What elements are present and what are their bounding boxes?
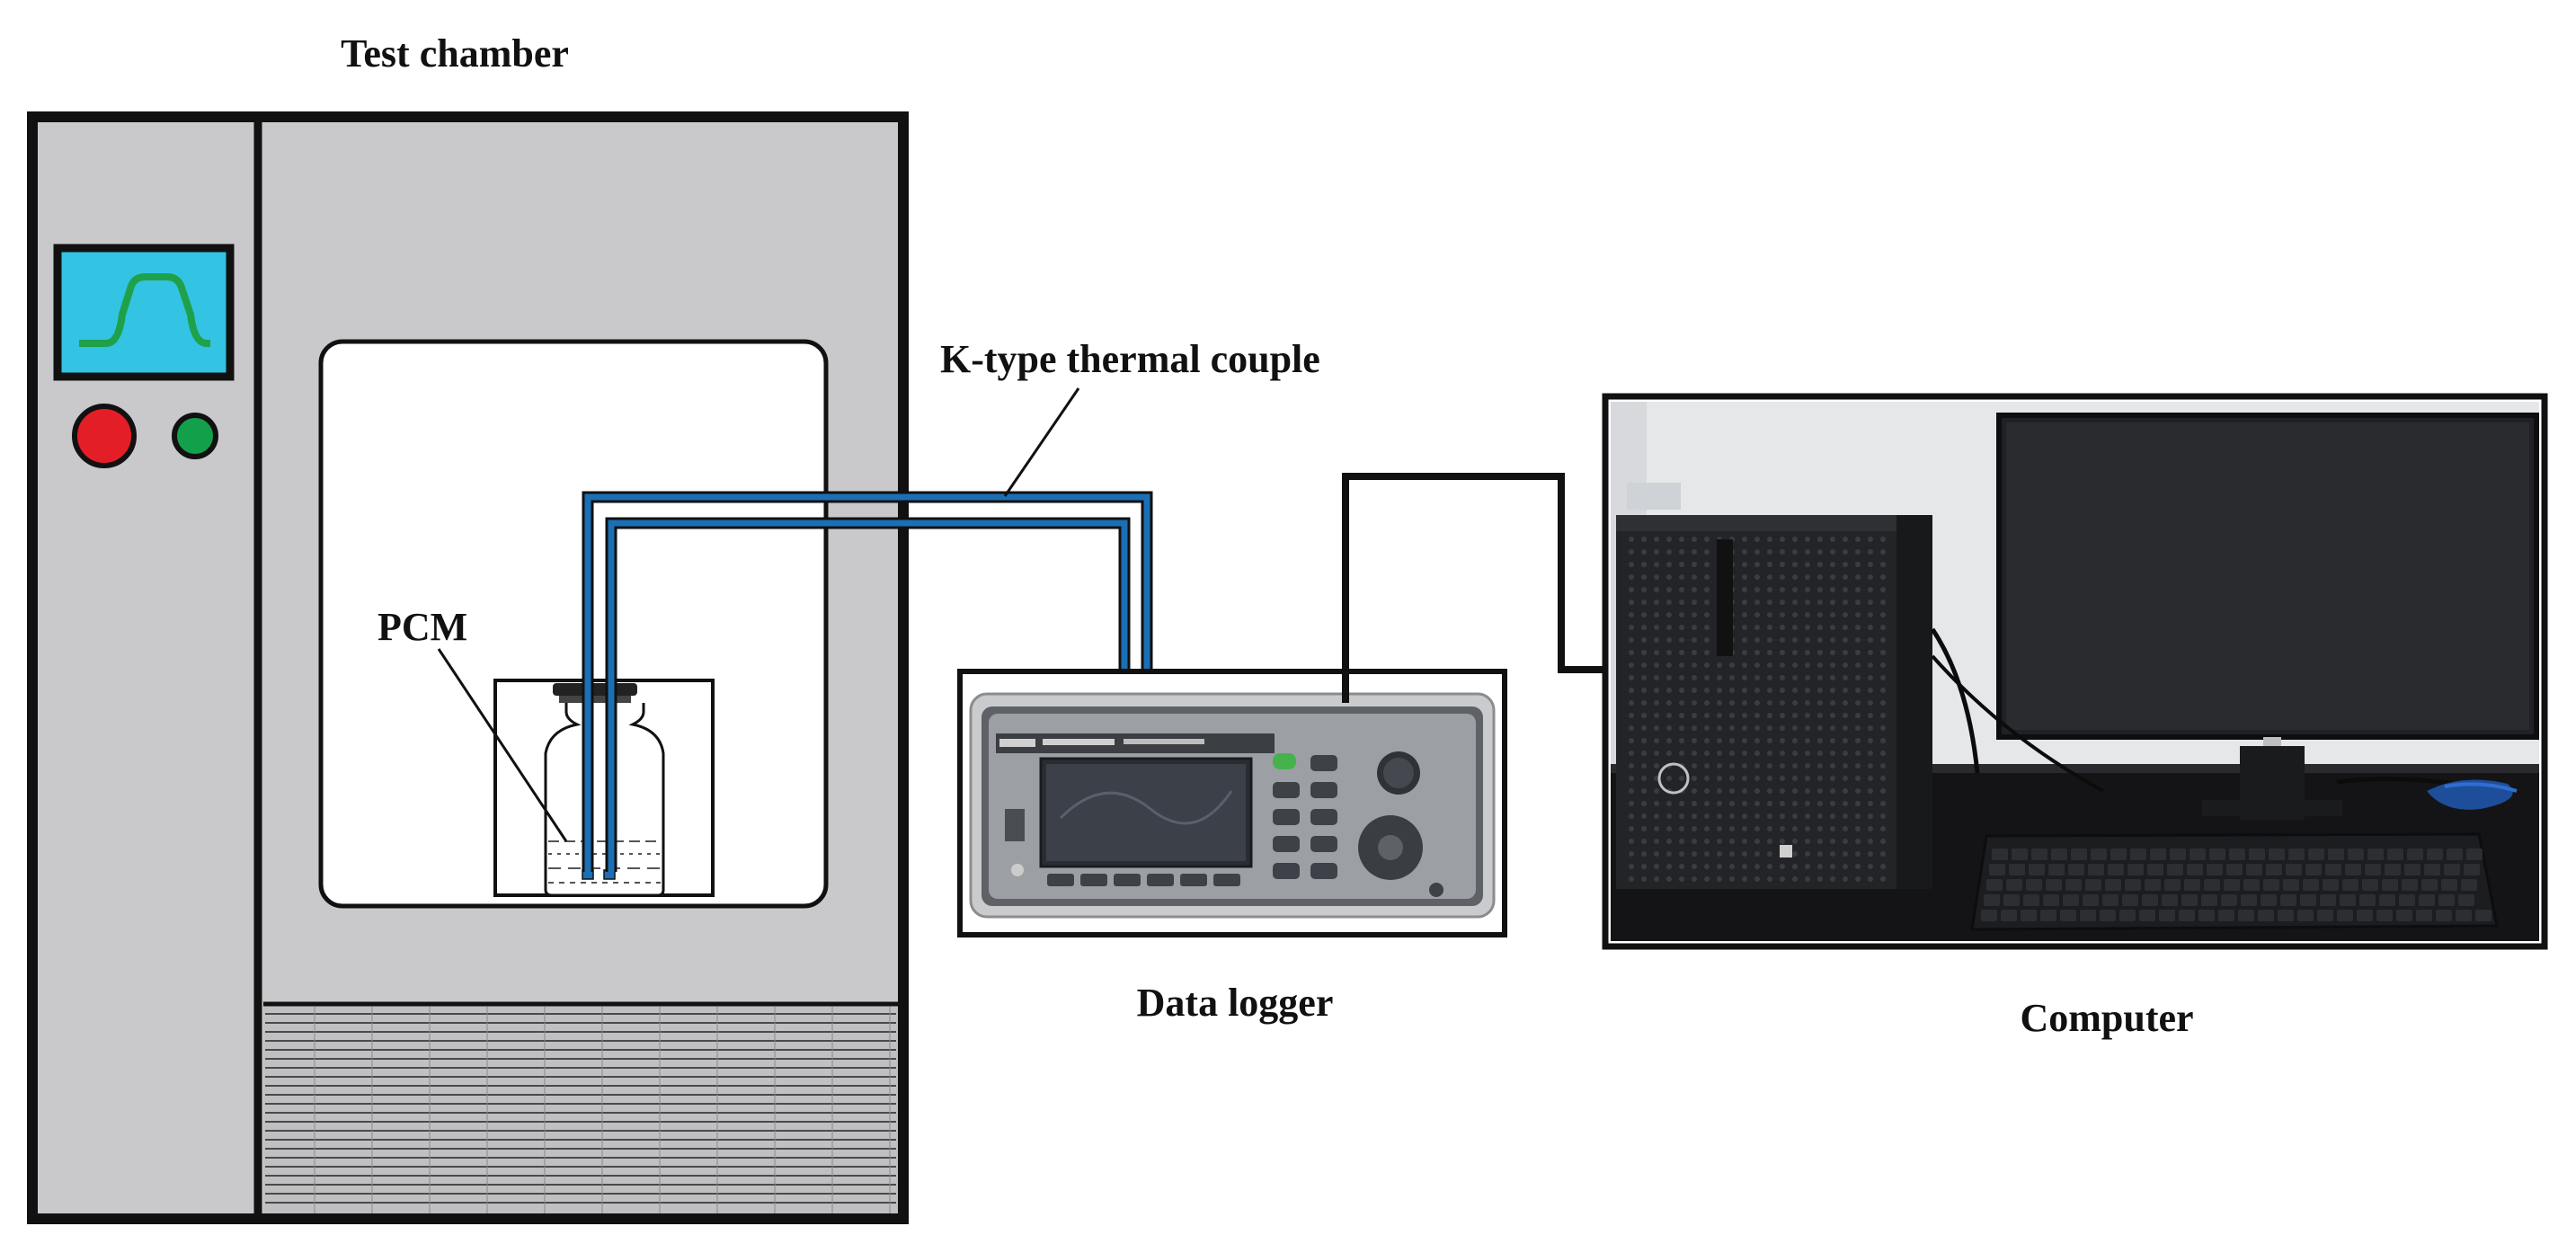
green-button <box>172 413 218 459</box>
pcm-label: PCM <box>378 605 467 649</box>
thermocouple-label: K-type thermal couple <box>940 337 1320 381</box>
usb-cable <box>1342 473 1612 703</box>
thermocouple-pointer-line <box>1003 387 1080 497</box>
test-chamber-label: Test chamber <box>341 31 569 76</box>
waveform-screen-icon <box>53 244 235 381</box>
desktop-computer-photo <box>1611 402 2539 941</box>
pcm-pointer-line <box>437 648 568 842</box>
computer-label: Computer <box>2020 996 2193 1040</box>
chamber-vent-grille <box>263 1001 898 1213</box>
data-logger <box>957 669 1507 937</box>
data-logger-label: Data logger <box>1137 981 1334 1025</box>
pcm-container <box>493 679 715 897</box>
thermocouple-wires <box>582 491 1153 872</box>
computer <box>1602 393 2548 950</box>
red-button <box>72 404 137 468</box>
data-acquisition-unit-photo <box>969 692 1496 919</box>
test-chamber <box>27 111 909 1224</box>
